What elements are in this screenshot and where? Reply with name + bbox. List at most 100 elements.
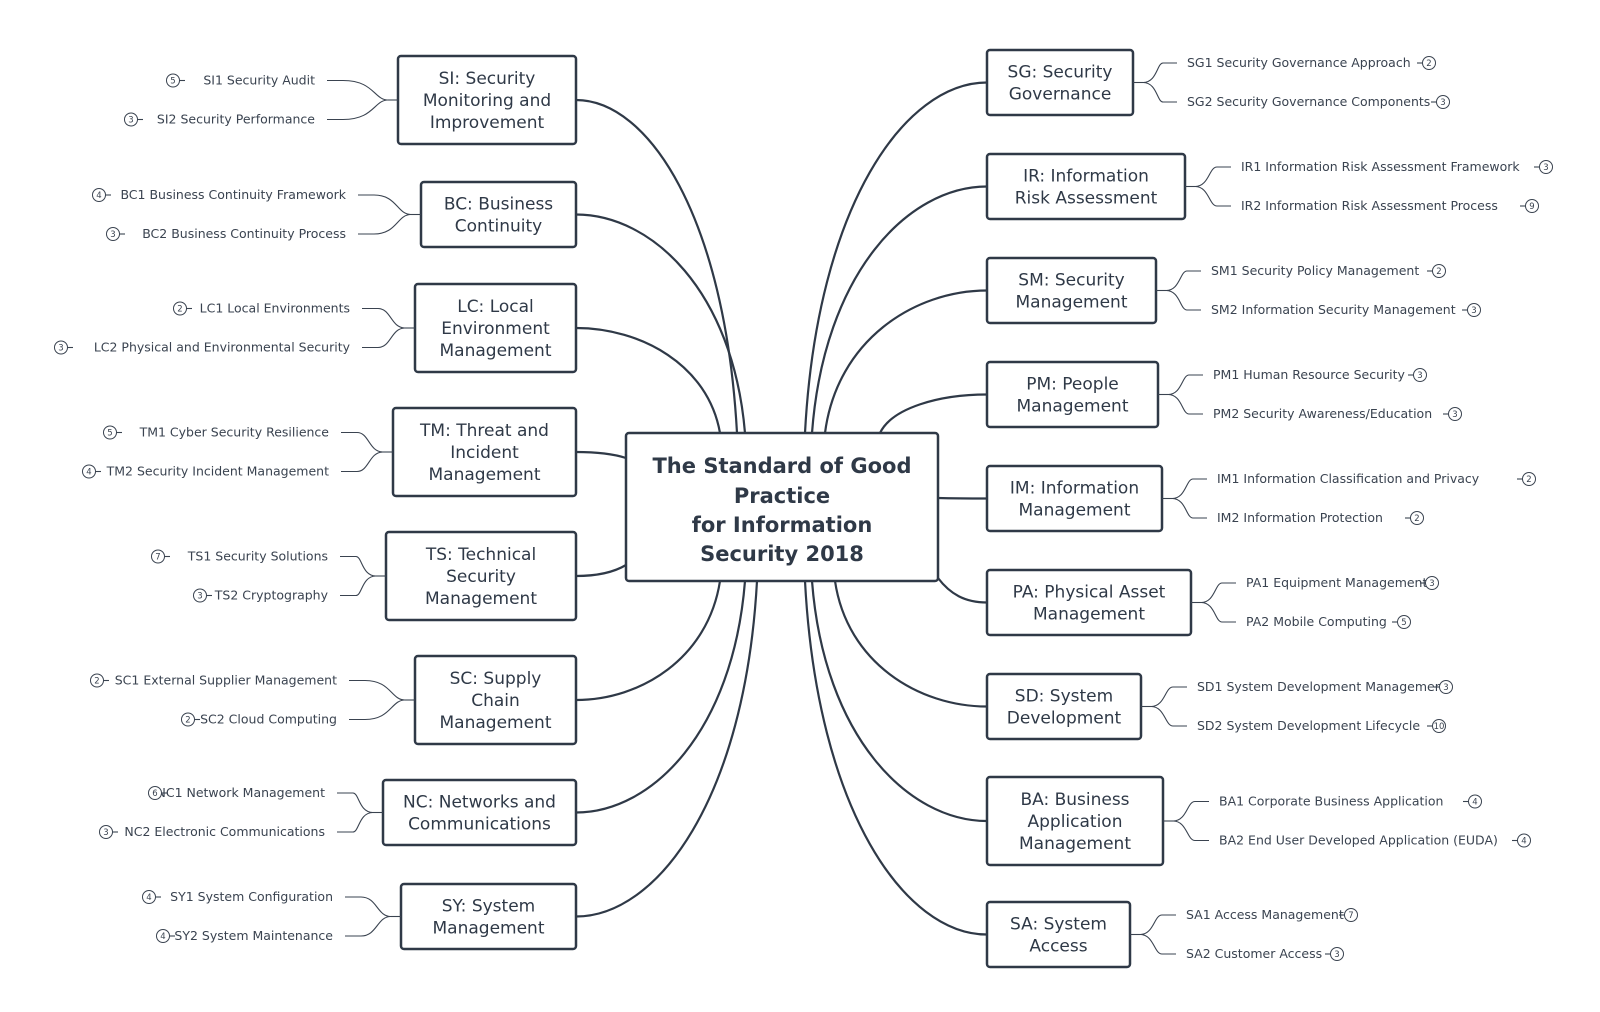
count-badge-text: 2 <box>94 677 99 687</box>
count-badge-text: 4 <box>160 932 165 942</box>
topic-label: Security <box>446 567 516 587</box>
topic-box[interactable] <box>985 900 1132 969</box>
topic-label: PM: People <box>1026 375 1119 395</box>
topic-label: Management <box>425 589 537 609</box>
subtopic-label[interactable]: SG2 Security Governance Components <box>1187 94 1430 109</box>
leaf-connector <box>327 99 389 121</box>
subtopic-label[interactable]: PM2 Security Awareness/Education <box>1213 406 1432 421</box>
topic-box[interactable] <box>399 882 578 951</box>
leaf-connector <box>340 555 377 577</box>
count-badge <box>166 73 180 88</box>
topic-box[interactable] <box>985 256 1158 325</box>
subtopic-label[interactable]: SM1 Security Policy Management <box>1211 263 1419 278</box>
topic-box[interactable] <box>985 360 1160 429</box>
topic-box[interactable] <box>419 180 578 249</box>
count-badge-text: 2 <box>1426 59 1431 69</box>
topic-box[interactable] <box>985 464 1164 533</box>
subtopic-label[interactable]: SA2 Customer Access <box>1186 946 1322 961</box>
topic-box[interactable] <box>985 568 1193 637</box>
central-topic-box[interactable] <box>624 431 940 583</box>
subtopic-label[interactable]: SD2 System Development Lifecycle <box>1197 718 1420 733</box>
subtopic-label[interactable]: NC1 Network Management <box>156 785 325 800</box>
subtopic-label[interactable]: SI2 Security Performance <box>157 112 315 127</box>
subtopic-label[interactable]: LC2 Physical and Environmental Security <box>94 340 351 355</box>
count-badge <box>1410 511 1424 525</box>
leaf-connector <box>1200 582 1236 604</box>
subtopic-label[interactable]: PA1 Equipment Management <box>1246 575 1427 590</box>
subtopic-label[interactable]: IR2 Information Risk Assessment Process <box>1241 198 1498 213</box>
subtopic-label[interactable]: IR1 Information Risk Assessment Framewor… <box>1241 159 1520 174</box>
central-topic[interactable]: The Standard of Good Practice for Inform… <box>624 431 940 583</box>
subtopic-label[interactable]: TS2 Cryptography <box>214 588 329 603</box>
branch-connector <box>575 450 627 460</box>
subtopic-label[interactable]: IM1 Information Classification and Priva… <box>1217 471 1480 486</box>
subtopic-label[interactable]: SM2 Information Security Management <box>1211 302 1456 317</box>
count-badge <box>124 112 138 127</box>
subtopic-label[interactable]: SI1 Security Audit <box>203 73 315 88</box>
topic-box[interactable] <box>985 48 1135 117</box>
subtopic-label[interactable]: IM2 Information Protection <box>1217 510 1383 525</box>
count-badge <box>1439 680 1453 694</box>
topic-label: Management <box>1033 605 1145 625</box>
count-badge-text: 4 <box>1472 798 1477 808</box>
subtopic-label[interactable]: PA2 Mobile Computing <box>1246 614 1387 629</box>
count-badge <box>1525 199 1539 213</box>
leaf-connector <box>341 431 384 453</box>
subtopic-label[interactable]: TM1 Cyber Security Resilience <box>139 425 330 440</box>
topic-box[interactable] <box>985 152 1187 221</box>
subtopic-label[interactable]: SA1 Access Management <box>1186 907 1344 922</box>
subtopic-label[interactable]: TM2 Security Incident Management <box>106 464 329 479</box>
subtopic-label[interactable]: SC2 Cloud Computing <box>200 712 337 727</box>
count-badge <box>1432 719 1446 733</box>
count-badge <box>1413 368 1427 382</box>
branch-connector <box>823 289 988 434</box>
subtopic-label[interactable]: SC1 External Supplier Management <box>115 673 337 688</box>
subtopic-label[interactable]: BC1 Business Continuity Framework <box>120 187 346 202</box>
subtopic-label[interactable]: SY2 System Maintenance <box>174 928 333 943</box>
branch-connector <box>937 577 988 604</box>
leaf-connector <box>337 811 374 833</box>
topic-label: BC: Business <box>444 195 553 215</box>
topic-box[interactable] <box>985 672 1143 741</box>
subtopic-label[interactable]: BC2 Business Continuity Process <box>142 226 346 241</box>
topic-box[interactable] <box>381 778 578 847</box>
branch-connector <box>810 185 988 434</box>
topic-label: SM: Security <box>1018 271 1124 291</box>
count-badge <box>1517 833 1531 848</box>
subtopic-label[interactable]: BA1 Corporate Business Application <box>1219 794 1443 809</box>
subtopic-label[interactable]: LC1 Local Environments <box>200 301 350 316</box>
subtopic-label[interactable]: NC2 Electronic Communications <box>124 824 325 839</box>
count-badge <box>103 425 117 440</box>
subtopic-label[interactable]: TS1 Security Solutions <box>187 549 328 564</box>
subtopic-label[interactable]: PM1 Human Resource Security <box>1213 367 1406 382</box>
leaf-connector <box>327 79 389 101</box>
topic-label: Management <box>1016 293 1128 313</box>
central-topic-line: Practice <box>734 484 830 508</box>
subtopic-label[interactable]: SY1 System Configuration <box>170 889 333 904</box>
subtopic-label[interactable]: BA2 End User Developed Application (EUDA… <box>1219 833 1498 848</box>
central-topic-line: The Standard of Good <box>652 454 911 478</box>
leaf-connector <box>1142 62 1177 84</box>
subtopic-label[interactable]: SD1 System Development Management <box>1197 679 1448 694</box>
subtopic-label[interactable]: SG1 Security Governance Approach <box>1187 55 1411 70</box>
